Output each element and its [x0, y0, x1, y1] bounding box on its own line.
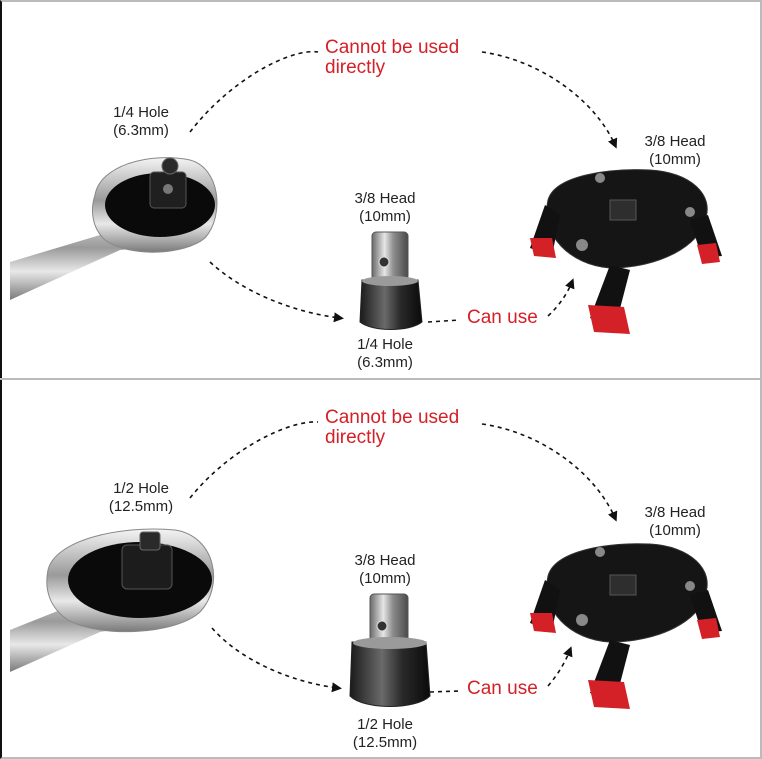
ratchet-hole-label: 1/4 Hole (6.3mm)	[96, 104, 186, 140]
arrow-ratchet-to-filter	[189, 421, 319, 499]
oil-filter-wrench-top	[530, 169, 722, 334]
ratchet-hole-line-1: 1/4 Hole	[113, 104, 169, 121]
cannot-line-2: directly	[325, 427, 386, 448]
adapter-hole-line-2: (6.3mm)	[357, 354, 413, 371]
ratchet-hole-label: 1/2 Hole (12.5mm)	[96, 480, 186, 516]
filter-head-label: 3/8 Head (10mm)	[630, 504, 720, 540]
arrow-ratchet-to-filter-2	[481, 51, 618, 149]
can-use-label: Can use	[467, 307, 538, 328]
adapter-hole-line-1: 1/2 Hole	[357, 716, 413, 733]
top-panel: Cannot be used directly 1/4 Hole (6.3mm)…	[0, 0, 762, 378]
ratchet-hole-line-2: (12.5mm)	[108, 498, 174, 515]
bottom-panel-art	[10, 421, 722, 709]
adapter-head-line-1: 3/8 Head	[354, 552, 416, 569]
filter-head-line-1: 3/8 Head	[644, 504, 706, 521]
arrow-adapter-to-filter-b	[547, 278, 575, 317]
adapter-head-label: 3/8 Head (10mm)	[340, 552, 430, 588]
adapter-3-8-to-1-2	[349, 593, 431, 707]
arrow-ratchet-to-filter-2	[481, 423, 618, 522]
filter-head-line-1: 3/8 Head	[644, 133, 706, 150]
arrow-ratchet-to-adapter	[209, 261, 344, 323]
panel-divider	[0, 378, 762, 380]
can-use-label: Can use	[467, 678, 538, 699]
arrow-adapter-to-filter-a	[429, 690, 461, 693]
cannot-line-1: Cannot be used	[325, 37, 460, 58]
adapter-head-line-1: 3/8 Head	[354, 190, 416, 207]
adapter-head-line-2: (10mm)	[359, 570, 411, 587]
adapter-hole-label: 1/2 Hole (12.5mm)	[340, 716, 430, 752]
arrow-adapter-to-filter-a	[427, 319, 461, 323]
ratchet-hole-line-1: 1/2 Hole	[113, 480, 169, 497]
adapter-head-line-2: (10mm)	[359, 208, 411, 225]
arrow-ratchet-to-filter	[189, 50, 319, 133]
cannot-line-2: directly	[325, 57, 386, 78]
cannot-line-1: Cannot be used	[325, 407, 460, 428]
adapter-hole-label: 1/4 Hole (6.3mm)	[340, 336, 430, 372]
oil-filter-wrench-bottom	[530, 543, 722, 709]
ratchet-wrench-quarter	[10, 157, 218, 300]
filter-head-line-2: (10mm)	[649, 522, 701, 539]
ratchet-hole-line-2: (6.3mm)	[113, 122, 169, 139]
filter-head-line-2: (10mm)	[649, 151, 701, 168]
top-panel-art	[10, 50, 722, 334]
cannot-be-used-label: Cannot be used directly	[325, 408, 459, 448]
adapter-hole-line-2: (12.5mm)	[352, 734, 418, 751]
adapter-hole-line-1: 1/4 Hole	[357, 336, 413, 353]
cannot-be-used-label: Cannot be used directly	[325, 38, 459, 78]
arrow-ratchet-to-adapter	[211, 627, 342, 693]
filter-head-label: 3/8 Head (10mm)	[630, 133, 720, 169]
ratchet-wrench-half	[10, 528, 215, 672]
adapter-3-8-to-1-4	[359, 231, 423, 330]
arrow-adapter-to-filter-b	[547, 646, 573, 687]
adapter-head-label: 3/8 Head (10mm)	[340, 190, 430, 226]
bottom-panel: Cannot be used directly 1/2 Hole (12.5mm…	[0, 380, 762, 758]
